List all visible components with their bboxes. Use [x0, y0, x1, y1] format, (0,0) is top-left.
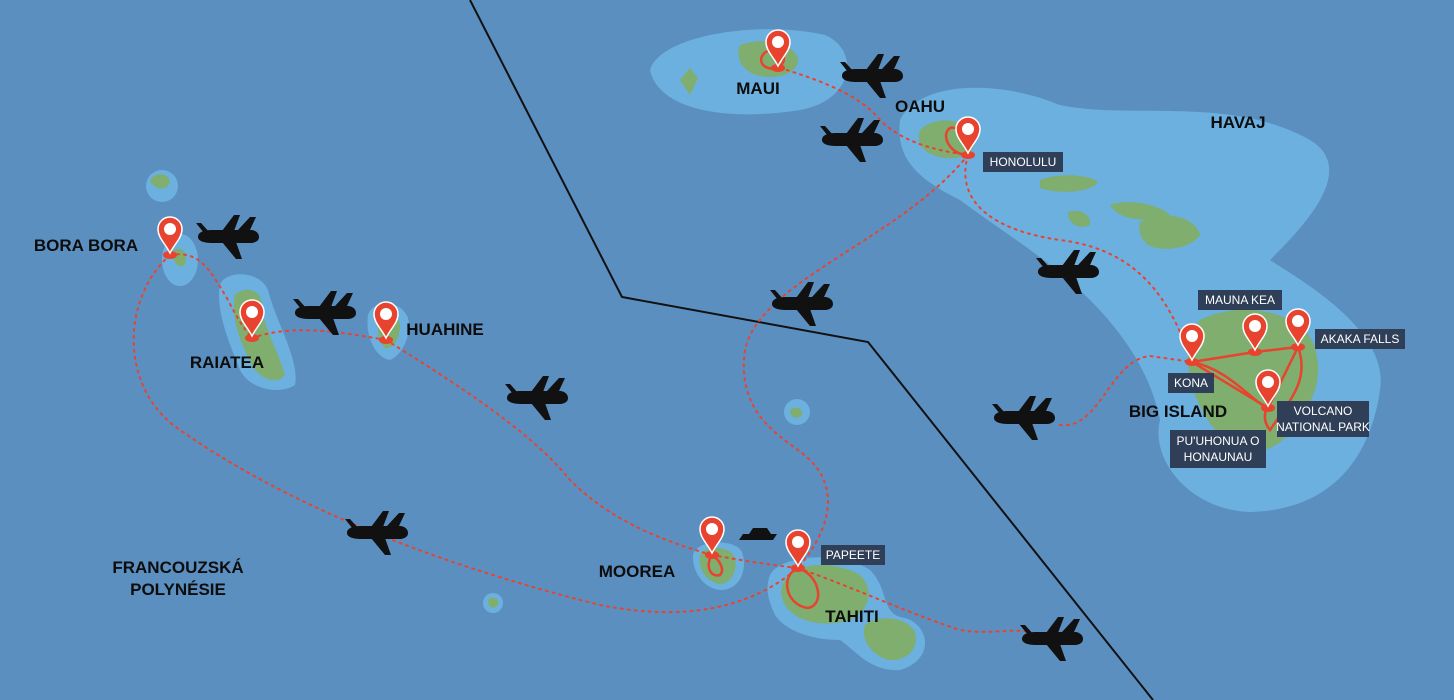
- place-label-akaka-falls: AKAKA FALLS: [1321, 332, 1400, 346]
- island-label-tahiti: TAHITI: [825, 607, 879, 626]
- place-tag-papeete: PAPEETE: [821, 545, 885, 565]
- island-label-moorea: MOOREA: [599, 562, 676, 581]
- place-label-puuhonua-line2: HONAUNAU: [1184, 450, 1253, 464]
- place-label-kona: KONA: [1174, 376, 1208, 390]
- pin-bases: [163, 64, 1305, 572]
- place-label-mauna-kea: MAUNA KEA: [1205, 293, 1275, 307]
- flight-routes: [132, 67, 1193, 633]
- place-label-puuhonua-line1: PU'UHONUA O: [1177, 434, 1260, 448]
- place-label-volcano-line2: NATIONAL PARK: [1276, 420, 1370, 434]
- place-tag-mauna-kea: MAUNA KEA: [1198, 290, 1282, 310]
- boundary-lines: [469, 0, 1154, 700]
- region-label-polynesia-line1: FRANCOUZSKÁ: [112, 558, 243, 577]
- island-label-oahu: OAHU: [895, 97, 945, 116]
- place-tag-volcano: VOLCANO NATIONAL PARK: [1276, 401, 1370, 437]
- island-label-huahine: HUAHINE: [406, 320, 483, 339]
- place-tag-honolulu: HONOLULU: [983, 152, 1063, 172]
- island-label-big-island: BIG ISLAND: [1129, 402, 1227, 421]
- place-label-honolulu: HONOLULU: [990, 155, 1057, 169]
- island-label-raiatea: RAIATEA: [190, 353, 264, 372]
- place-tag-kona: KONA: [1168, 373, 1214, 393]
- island-label-maui: MAUI: [736, 79, 779, 98]
- island-label-bora-bora: BORA BORA: [34, 236, 138, 255]
- place-tag-puuhonua: PU'UHONUA O HONAUNAU: [1170, 430, 1266, 468]
- region-label-polynesia-line2: POLYNÉSIE: [130, 580, 226, 599]
- place-label-volcano-line1: VOLCANO: [1294, 404, 1353, 418]
- place-label-papeete: PAPEETE: [826, 548, 880, 562]
- region-label-hawaii: HAVAJ: [1210, 113, 1265, 132]
- place-tag-akaka-falls: AKAKA FALLS: [1315, 329, 1405, 349]
